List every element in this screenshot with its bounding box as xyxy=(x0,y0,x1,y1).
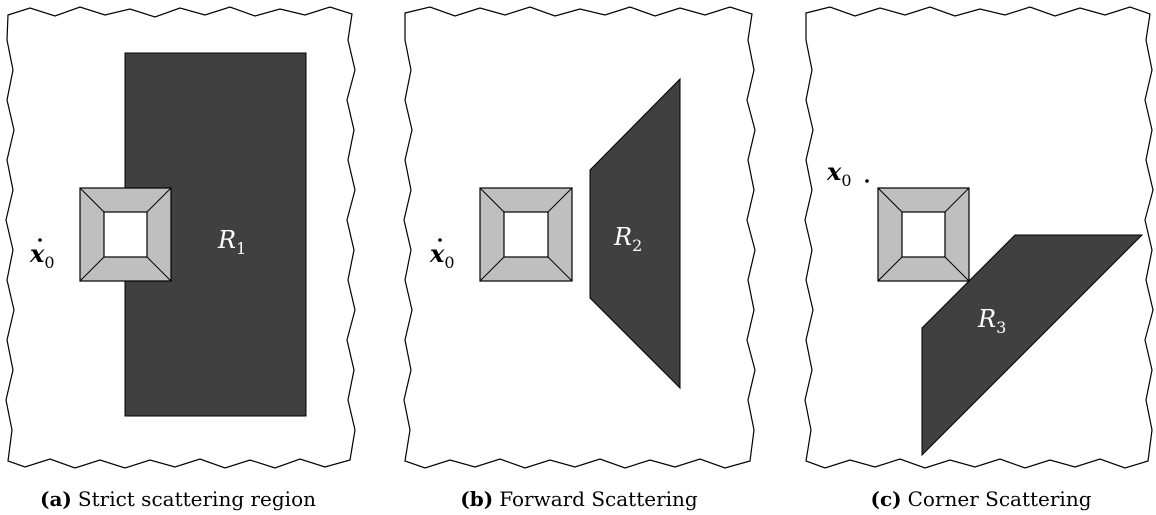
frame-corner-line xyxy=(79,187,105,213)
panel-b: R2 x0 (b)Forward Scattering xyxy=(403,6,756,511)
detector-frame-a xyxy=(79,187,172,282)
frame-corner-line xyxy=(944,256,970,282)
region-r3 xyxy=(921,234,1144,457)
panel-c: R3 x0 (c)Corner Scattering xyxy=(804,6,1154,511)
point-x0-label-b: x0 xyxy=(429,239,455,272)
point-x0-dot-a xyxy=(38,238,42,242)
detector-frame-c xyxy=(877,187,970,282)
panel-c-outline xyxy=(804,6,1154,469)
caption-c: (c)Corner Scattering xyxy=(870,487,1091,511)
region-r1-label: R1 xyxy=(217,226,246,258)
frame-corner-line xyxy=(479,256,505,282)
frame-corner-line xyxy=(547,187,573,213)
region-r2-label: R2 xyxy=(613,223,642,255)
detector-frame-inner-b xyxy=(503,211,549,258)
frame-corner-line xyxy=(146,187,172,213)
frame-corner-line xyxy=(547,256,573,282)
frame-corner-line xyxy=(944,187,970,213)
detector-frame-b xyxy=(479,187,573,282)
frame-corner-line xyxy=(877,256,903,282)
frame-corner-line xyxy=(146,256,172,282)
point-x0-dot-c xyxy=(865,179,869,183)
frame-corner-line xyxy=(79,256,105,282)
panel-b-outline xyxy=(403,6,756,469)
caption-a: (a)Strict scattering region xyxy=(40,487,316,511)
detector-frame-inner-c xyxy=(901,211,946,258)
frame-corner-line xyxy=(877,187,903,213)
frame-corner-line xyxy=(479,187,505,213)
caption-b: (b)Forward Scattering xyxy=(460,487,698,511)
detector-frame-inner-a xyxy=(103,211,148,258)
region-r3-label: R3 xyxy=(977,305,1006,337)
point-x0-label-c: x0 xyxy=(826,157,852,190)
panel-a: R1 x0 (a)Strict scattering region xyxy=(5,6,356,511)
point-x0-dot-b xyxy=(438,238,442,242)
point-x0-label-a: x0 xyxy=(29,239,55,272)
region-r2 xyxy=(589,77,681,390)
